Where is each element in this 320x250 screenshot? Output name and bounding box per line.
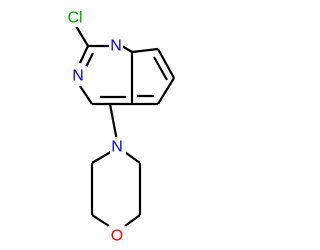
chemical-structure: Cl N N N O xyxy=(63,9,175,246)
atom-labels: Cl N N N O xyxy=(63,9,126,246)
bond-c-left2-o xyxy=(91,214,110,227)
bond-c4-nmorph xyxy=(108,103,119,142)
bond-c6-c7-double xyxy=(153,56,168,81)
bonds xyxy=(75,25,175,227)
chlorine-label: Cl xyxy=(67,10,82,27)
bond-n3-c4 xyxy=(79,85,93,105)
bond-c2-n3-double xyxy=(85,52,94,68)
nitrogen-label-morpholine: N xyxy=(111,139,123,156)
bond-c2-n3 xyxy=(79,45,89,64)
atom-o-morpholine: O xyxy=(108,226,126,246)
bond-o-c-right2 xyxy=(124,214,141,227)
atom-chlorine: Cl xyxy=(63,9,87,27)
atom-n-morpholine: N xyxy=(110,137,126,157)
nitrogen-label-n1: N xyxy=(110,38,122,55)
bond-cl-c2 xyxy=(75,25,89,47)
atom-n-triazine-top: N xyxy=(109,37,123,55)
bond-n5-c6 xyxy=(131,47,159,54)
oxygen-label-morpholine: O xyxy=(111,228,123,245)
atom-n-triazine-left: N xyxy=(71,66,87,86)
bond-c6-c7 xyxy=(157,48,175,79)
bond-c7-c8 xyxy=(157,77,175,105)
bond-n5-n1 xyxy=(121,45,133,53)
nitrogen-label-n3: N xyxy=(72,68,84,85)
